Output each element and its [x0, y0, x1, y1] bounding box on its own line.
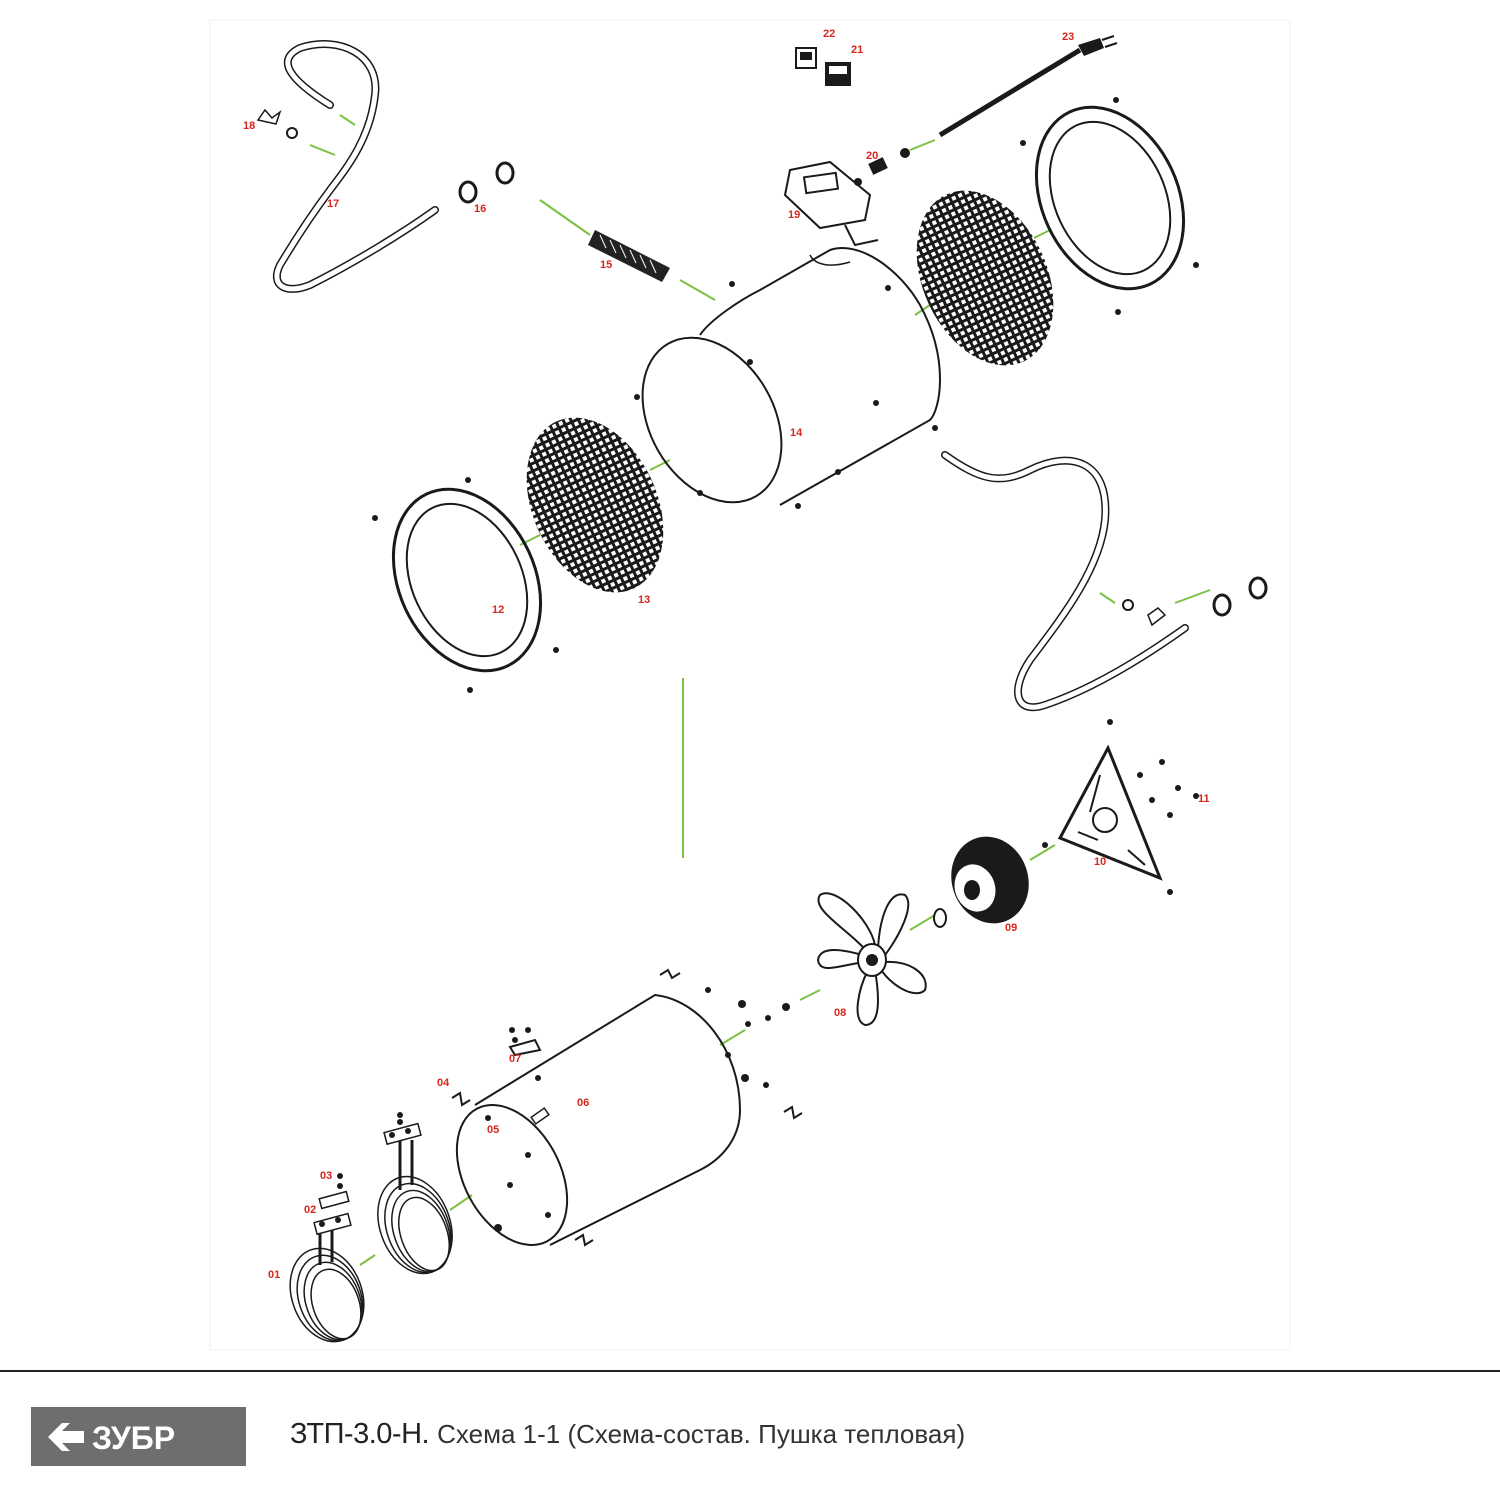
handle-right	[941, 451, 1189, 712]
part-label-06: 06	[577, 1097, 589, 1109]
part-label-09: 09	[1005, 922, 1017, 934]
grip-15	[588, 230, 670, 282]
handle-left	[272, 40, 439, 293]
part-label-04: 04	[437, 1077, 450, 1089]
motor-09	[933, 836, 1029, 928]
ring-12	[391, 487, 543, 673]
part-label-14: 14	[790, 427, 803, 439]
part-label-15: 15	[600, 259, 612, 271]
model-code: ЗТП-3.0-Н.	[290, 1418, 430, 1450]
arrow-emblem-icon	[47, 1422, 84, 1451]
part-label-19: 19	[788, 209, 800, 221]
exploded-parts-diagram: 01 02 03 04 05 06 07 08 09 10 11 12 13 1…	[209, 19, 1291, 1351]
part-label-12: 12	[492, 604, 504, 616]
part-labels: 01 02 03 04 05 06 07 08 09 10 11 12 13 1…	[243, 28, 1210, 1281]
heating-elements-01	[289, 1140, 453, 1343]
screws-top	[372, 97, 1199, 693]
part-label-21: 21	[851, 44, 863, 56]
feet-right	[1122, 576, 1268, 627]
part-label-08: 08	[834, 1007, 846, 1019]
inner-cylinder-06	[455, 993, 742, 1246]
footer-caption: ЗТП-3.0-Н. Схема 1-1 (Схема-состав. Пушк…	[290, 1418, 965, 1451]
leader-lines	[309, 114, 1211, 1266]
part-label-22: 22	[823, 28, 835, 40]
part-label-01: 01	[268, 1269, 280, 1281]
part-label-13: 13	[638, 594, 650, 606]
part-label-18: 18	[243, 120, 255, 132]
part-label-11: 11	[1198, 793, 1210, 805]
screws-11	[1042, 719, 1199, 895]
wing-nut-18	[256, 108, 298, 139]
housing-14	[641, 247, 941, 506]
screws-bottom	[485, 987, 790, 1232]
foot-pads-16	[458, 161, 515, 204]
part-label-02: 02	[304, 1204, 316, 1216]
thermostat-07	[508, 1027, 542, 1057]
brand-name: ЗУБР	[92, 1420, 175, 1456]
part-label-23: 23	[1062, 31, 1074, 43]
part-label-07: 07	[509, 1053, 521, 1065]
brand-logo: ЗУБР	[31, 1407, 246, 1466]
power-cord-23	[938, 35, 1118, 138]
zubr-logo-mark: ЗУБР	[47, 1420, 175, 1456]
part-label-10: 10	[1094, 856, 1106, 868]
part-label-20: 20	[866, 150, 878, 162]
scheme-title: Схема 1-1 (Схема-состав. Пушка тепловая)	[437, 1419, 966, 1449]
terminals-02-03	[313, 1112, 422, 1236]
part-label-03: 03	[320, 1170, 332, 1182]
cable-gland-20	[854, 148, 910, 186]
fan-08	[816, 892, 927, 1027]
bracket-10	[1057, 744, 1163, 881]
ring-rear	[1034, 105, 1186, 291]
part-label-05: 05	[487, 1124, 499, 1136]
grille-13	[526, 190, 1054, 593]
diagram-frame	[209, 19, 1291, 1351]
brackets-04	[451, 968, 803, 1247]
switch-box-19	[783, 160, 879, 247]
diagram-canvas: 01 02 03 04 05 06 07 08 09 10 11 12 13 1…	[209, 19, 1291, 1351]
part-label-16: 16	[474, 203, 486, 215]
switches-21-22	[795, 47, 851, 86]
footer: ЗУБР ЗТП-3.0-Н. Схема 1-1 (Схема-состав.…	[0, 1372, 1500, 1500]
footer-divider	[0, 1370, 1500, 1372]
part-label-17: 17	[327, 198, 339, 210]
